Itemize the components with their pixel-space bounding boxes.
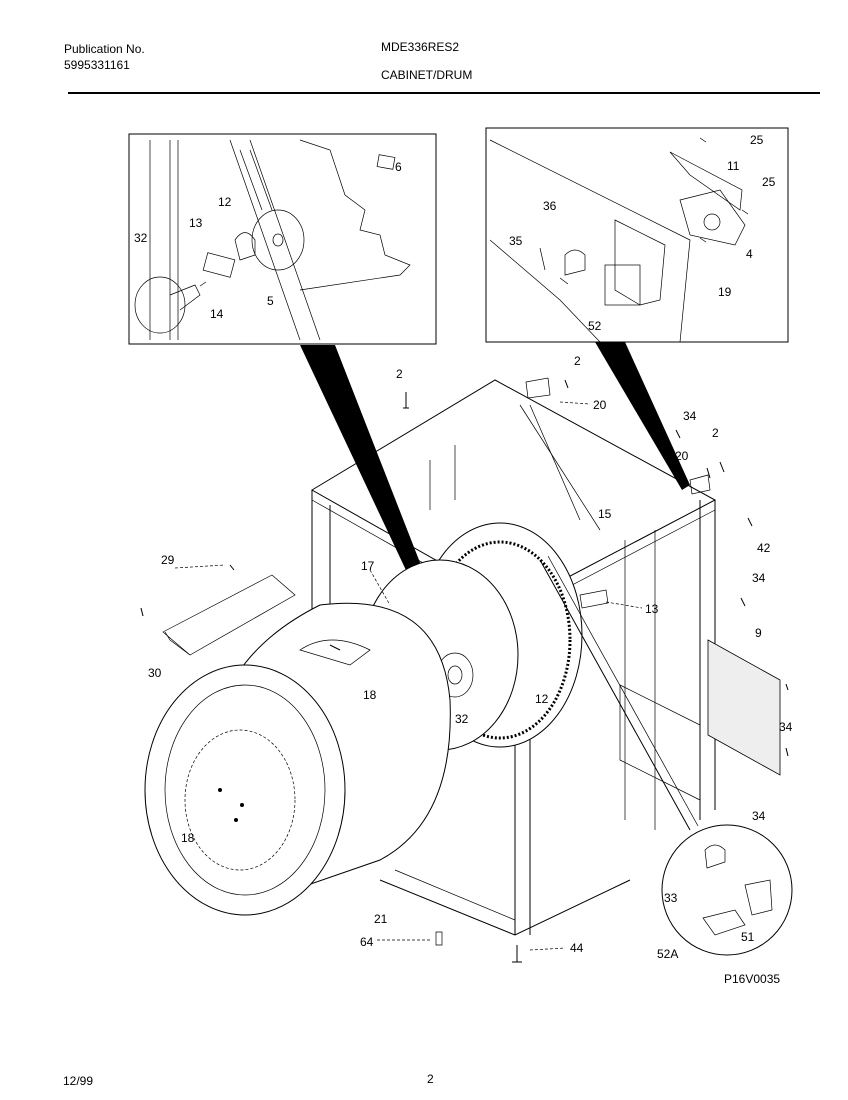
- callout-main-3: 34: [683, 409, 697, 423]
- callout-main-10: 34: [752, 571, 766, 585]
- callout-main-21: 21: [374, 912, 388, 926]
- callout-main-20: 33: [664, 891, 678, 905]
- drum-front: [144, 602, 451, 916]
- callout-main-5: 2: [712, 426, 719, 440]
- callout-main-23: 44: [570, 941, 584, 955]
- callout-main-7: 42: [757, 541, 771, 555]
- callout-inset-left-1: 12: [218, 195, 232, 209]
- section-title: CABINET/DRUM: [381, 68, 473, 82]
- callout-inset-right-0: 25: [750, 133, 764, 147]
- callout-main-6: 15: [598, 507, 612, 521]
- callout-main-18: 18: [181, 831, 195, 845]
- callout-main-4: 20: [675, 449, 689, 463]
- callout-inset-left-0: 6: [395, 160, 402, 174]
- header-rule: [68, 92, 820, 94]
- callout-main-14: 18: [363, 688, 377, 702]
- model-number: MDE336RES2: [381, 40, 460, 54]
- front-brace: [162, 574, 296, 656]
- callout-main-1: 2: [574, 354, 581, 368]
- detail-52a: [661, 824, 793, 956]
- callout-inset-right-7: 52: [588, 319, 602, 333]
- callout-inset-right-5: 4: [746, 247, 753, 261]
- footer-date: 12/99: [63, 1074, 94, 1088]
- callout-main-12: 9: [755, 626, 762, 640]
- callout-main-16: 32: [455, 712, 469, 726]
- inset-right: [485, 127, 789, 343]
- callout-inset-left-5: 5: [267, 294, 274, 308]
- figure-code: P16V0035: [724, 972, 780, 986]
- callout-inset-right-6: 19: [718, 285, 732, 299]
- callout-inset-left-4: 14: [210, 307, 224, 321]
- callout-main-19: 34: [752, 809, 766, 823]
- callout-inset-right-2: 25: [762, 175, 776, 189]
- callout-main-24: 51: [741, 930, 755, 944]
- callout-main-9: 17: [361, 559, 375, 573]
- publication-label: Publication No.: [64, 42, 145, 56]
- inset-left: [128, 133, 437, 345]
- callout-main-22: 64: [360, 935, 374, 949]
- hardware: [140, 377, 789, 963]
- callout-main-25: 52A: [657, 947, 678, 961]
- publication-number: 5995331161: [64, 58, 130, 72]
- callout-inset-right-3: 36: [543, 199, 557, 213]
- callout-main-17: 34: [779, 720, 793, 734]
- callout-main-8: 29: [161, 553, 175, 567]
- callout-inset-right-4: 35: [509, 234, 523, 248]
- callout-main-0: 2: [396, 367, 403, 381]
- callout-inset-right-1: 11: [727, 159, 740, 173]
- callout-main-11: 13: [645, 602, 659, 616]
- callout-inset-left-2: 13: [189, 216, 203, 230]
- callout-labels: 6 12 13 32 14 5 25 11 25 36 35 4 19 52 2 2 20 34 20 2 15 42 29…: [134, 133, 793, 961]
- callout-main-15: 12: [535, 692, 549, 706]
- callout-main-2: 20: [593, 398, 607, 412]
- callout-main-13: 30: [148, 666, 162, 680]
- callout-inset-left-3: 32: [134, 231, 148, 245]
- footer-page: 2: [427, 1072, 434, 1086]
